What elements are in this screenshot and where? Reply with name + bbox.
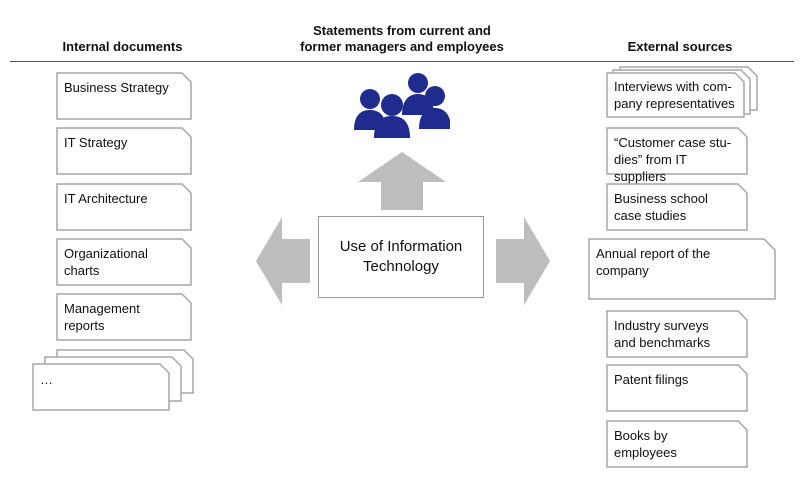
- doc-label: IT Strategy: [64, 135, 128, 150]
- source-label: Interviews with com-pany representatives: [614, 79, 735, 111]
- source-patent-filings: Patent filings: [606, 364, 748, 412]
- doc-label: IT Architecture: [64, 191, 148, 206]
- document-icon: [606, 310, 748, 358]
- document-stack-icon: [606, 66, 758, 118]
- source-label: “Customer case stu-dies” from IT supplie…: [614, 135, 732, 184]
- arrow-right-icon: [496, 217, 550, 305]
- document-icon: [606, 420, 748, 468]
- center-topic-label: Use of Information Technology: [339, 238, 463, 275]
- internal-documents-header: Internal documents: [62, 39, 183, 54]
- statements-header-line1: Statements from current and: [313, 23, 491, 38]
- header-divider: [10, 61, 794, 62]
- document-stack-icon: [32, 349, 194, 411]
- document-icon: [56, 293, 192, 341]
- document-icon: [56, 183, 192, 231]
- document-icon: [606, 364, 748, 412]
- source-customer-case-studies: “Customer case stu-dies” from IT supplie…: [606, 127, 748, 184]
- source-interviews: Interviews with com-pany representatives: [606, 66, 758, 118]
- document-icon: [606, 127, 748, 175]
- external-sources-header: External sources: [627, 39, 733, 54]
- center-topic-box: Use of Information Technology: [318, 216, 484, 298]
- doc-label: …: [40, 372, 53, 387]
- arrow-up-icon: [358, 152, 446, 210]
- document-icon: [606, 183, 748, 231]
- people-group-icon: [354, 73, 450, 138]
- doc-it-architecture: IT Architecture: [56, 183, 192, 231]
- statements-header-line2: former managers and employees: [300, 39, 504, 54]
- document-icon: [56, 72, 192, 120]
- document-icon: [56, 238, 192, 286]
- doc-more-stack: …: [32, 349, 194, 411]
- doc-label: Business Strategy: [64, 80, 169, 95]
- doc-business-strategy: Business Strategy: [56, 72, 192, 120]
- document-icon: [56, 127, 192, 175]
- doc-it-strategy: IT Strategy: [56, 127, 192, 175]
- arrow-left-icon: [256, 217, 310, 305]
- source-label: Patent filings: [614, 372, 689, 387]
- document-icon: [588, 238, 776, 300]
